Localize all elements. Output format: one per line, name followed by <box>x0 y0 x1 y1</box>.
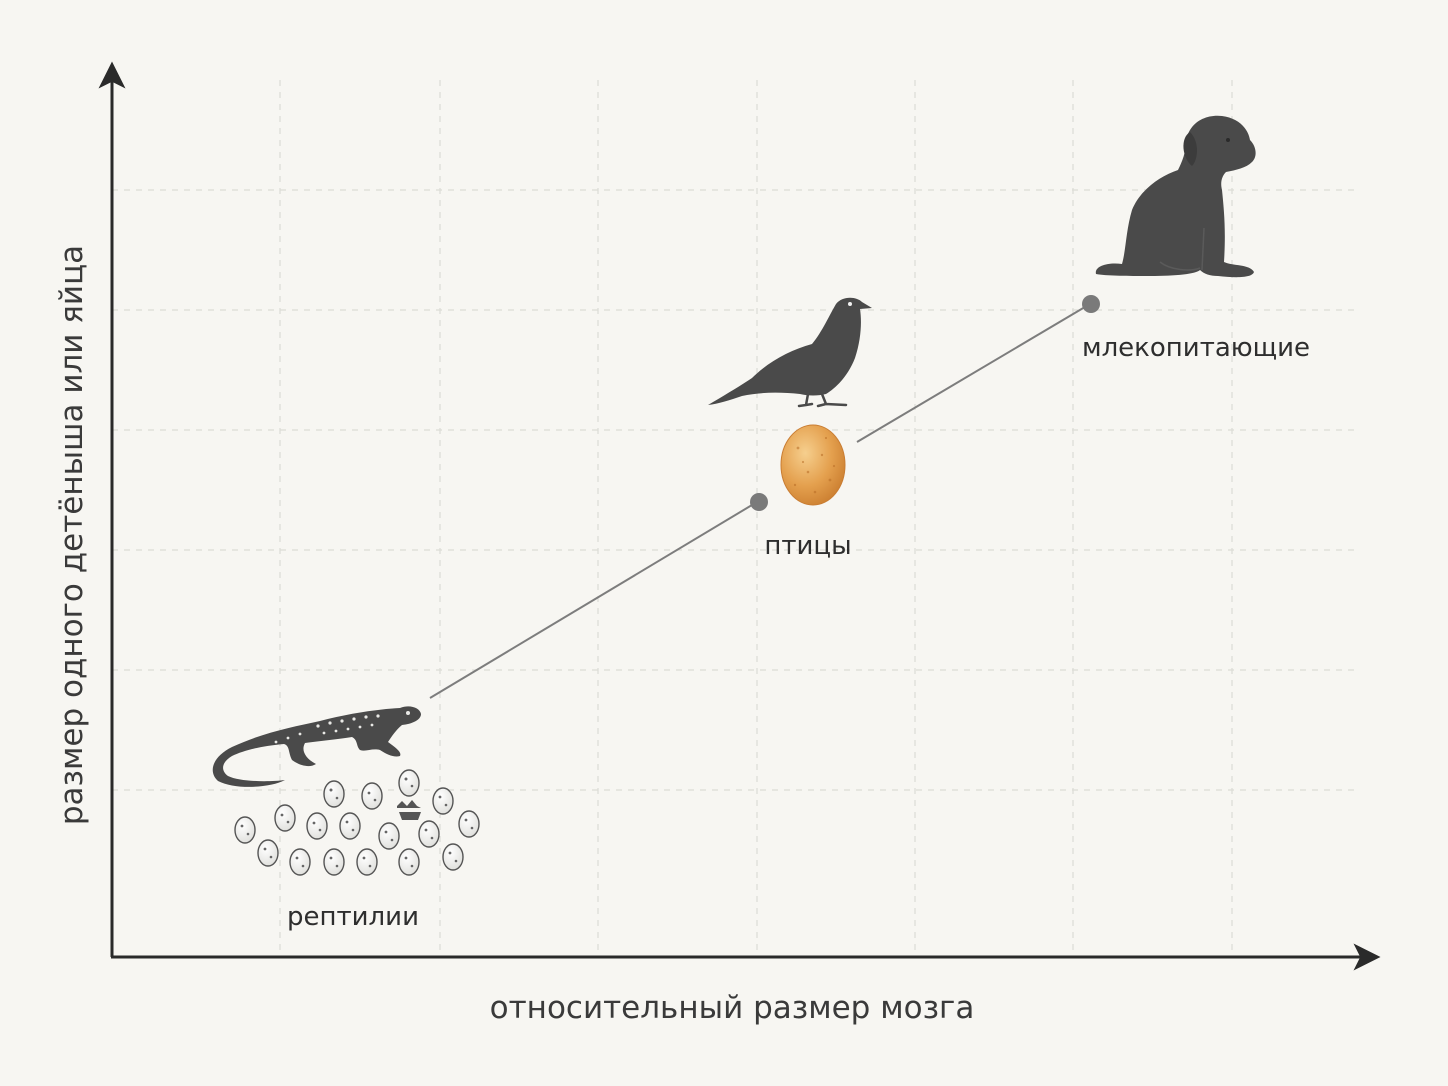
trend-segment-reptiles-birds <box>429 501 758 699</box>
trend-line <box>429 295 1100 699</box>
label-birds: птицы <box>764 531 851 561</box>
lizard-icon <box>212 706 421 787</box>
x-axis-title: относительный размер мозга <box>490 990 975 1026</box>
bird-egg-icon <box>780 424 846 506</box>
background-grid <box>112 80 1360 955</box>
point-mammals <box>1082 295 1100 313</box>
label-mammals: млекопитающие <box>1082 333 1310 363</box>
point-birds <box>750 493 768 511</box>
trend-segment-birds-mammals <box>856 303 1091 443</box>
puppy-icon <box>1095 115 1256 278</box>
bird-icon <box>708 297 872 408</box>
reptile-egg-clutch-icon <box>234 769 480 876</box>
y-axis-title: размер одного детёныша или яйца <box>54 245 90 825</box>
label-reptiles: рептилии <box>287 902 419 932</box>
hatched-egg-shell-icon <box>397 800 421 820</box>
